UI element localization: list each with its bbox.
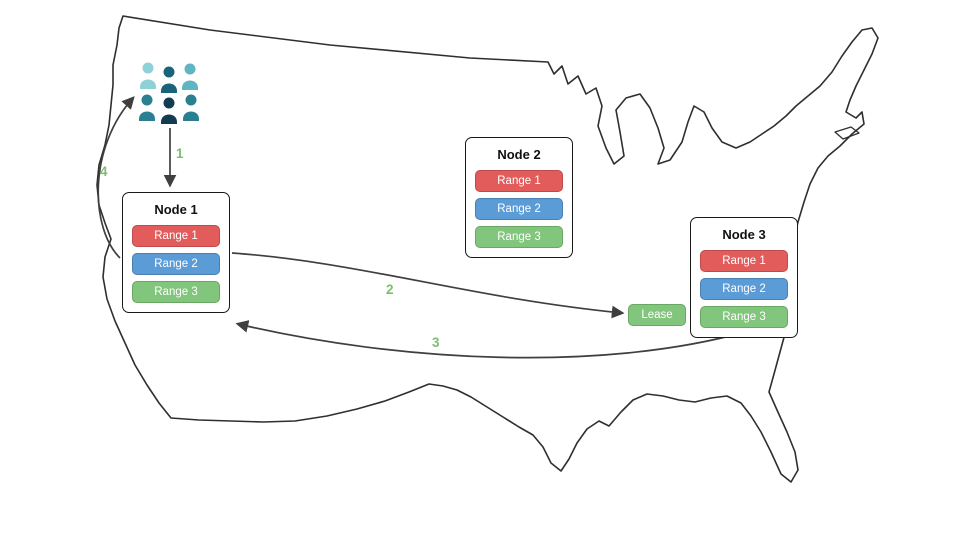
node-1-range-2-pill: Range 2 [132,253,220,275]
arrow-step-3 [235,320,746,359]
arrow-step-3-label: 3 [432,335,440,350]
node-3-range-1-pill: Range 1 [700,250,788,272]
node-2-card: Node 2 Range 1 Range 2 Range 3 [465,137,573,258]
node-2-range-1-pill: Range 1 [475,170,563,192]
lease-pill: Lease [628,304,686,326]
node-1-range-1-pill: Range 1 [132,225,220,247]
users-group-icon [139,62,199,124]
node-3-range-3-pill: Range 3 [700,306,788,328]
node-1-card: Node 1 Range 1 Range 2 Range 3 [122,192,230,313]
arrow-step-2 [231,252,625,319]
node-2-range-2-pill: Range 2 [475,198,563,220]
arrow-step-2-label: 2 [386,282,394,297]
arrow-step-4-label: 4 [100,164,108,179]
node-3-range-2-pill: Range 2 [700,278,788,300]
node-2-title: Node 2 [497,147,541,162]
node-2-range-3-pill: Range 3 [475,226,563,248]
node-1-title: Node 1 [154,202,198,217]
node-3-title: Node 3 [722,227,766,242]
node-1-range-3-pill: Range 3 [132,281,220,303]
node-3-card: Node 3 Range 1 Range 2 Range 3 [690,217,798,338]
arrow-step-1-label: 1 [176,146,184,161]
